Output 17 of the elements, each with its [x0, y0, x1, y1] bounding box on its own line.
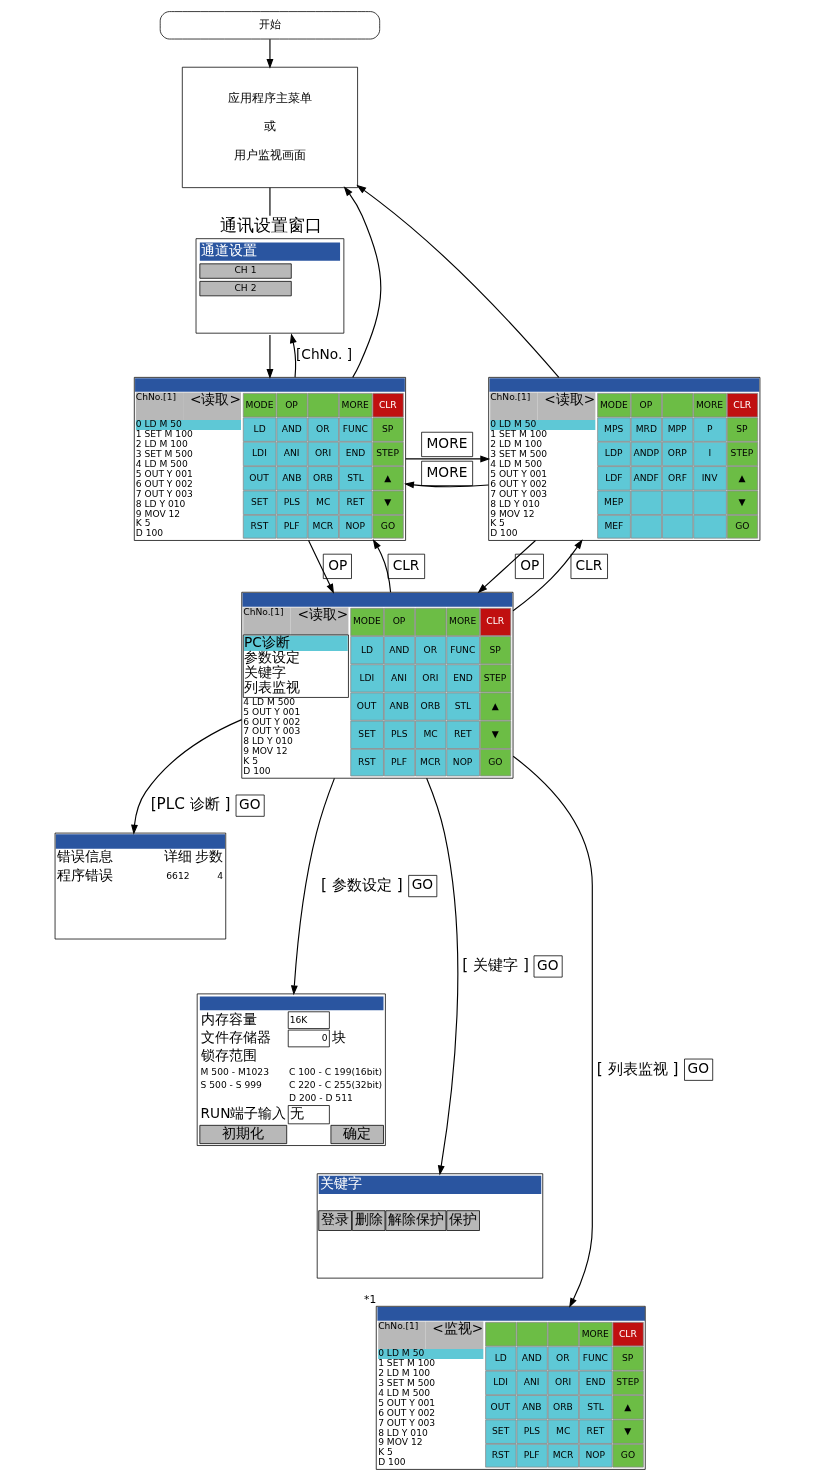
edge-label: OP [328, 556, 348, 573]
edge-label: OP [520, 556, 540, 573]
label: GO [411, 876, 434, 893]
edge-label: CLR [392, 556, 420, 573]
node-label: 通讯设置窗口 [220, 214, 323, 235]
edge-label: MORE [426, 434, 468, 451]
edge-label: CLR [575, 556, 603, 573]
label: GO [239, 796, 261, 813]
edge-label: MORE [426, 463, 468, 480]
node-label: *1 [364, 1293, 377, 1307]
edge-label: [PLC 诊断 ] [150, 795, 231, 814]
label: GO [687, 1060, 709, 1077]
label: GO [537, 956, 559, 973]
edge-label: [ 参数设定 ] [321, 875, 403, 894]
edge-label: [ChNo. ] [296, 346, 353, 363]
edge-label: [ 关键字 ] [462, 956, 529, 975]
edge-label: [ 列表监视 ] [596, 1059, 679, 1078]
